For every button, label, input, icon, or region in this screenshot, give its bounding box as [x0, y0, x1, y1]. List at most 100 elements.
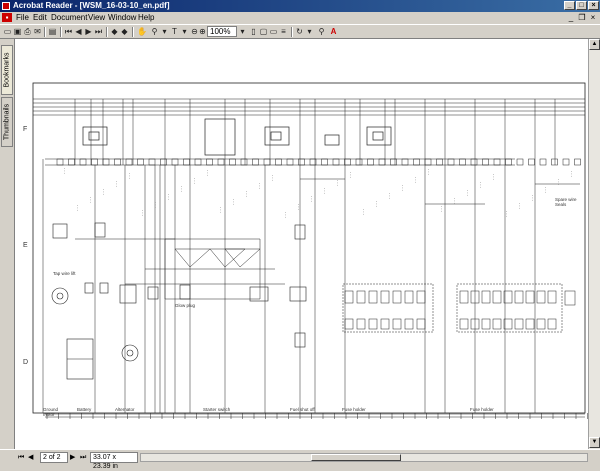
zoom-dropdown-icon[interactable]: ▾ [162, 27, 167, 36]
toolbar: ▭ ▣ ⎙ ✉ ▤ ⏮ ◀ ▶ ⏭ ◆ ◆ ✋ ⚲ ▾ T ▾ ⊖ ⊕ 100%… [0, 24, 600, 39]
prev-page-nav-icon[interactable]: ◀ [28, 454, 34, 461]
rotate-icon[interactable]: ↻ [296, 27, 303, 36]
select-text-dropdown-icon[interactable]: ▾ [182, 27, 187, 36]
svg-text:- - -: - - - [87, 196, 92, 203]
horizontal-scroll-thumb[interactable] [311, 454, 401, 461]
tab-thumbnails[interactable]: Thumbnails [1, 97, 13, 147]
connector-pin [229, 158, 236, 166]
select-text-icon[interactable]: T [172, 27, 177, 36]
menu-edit[interactable]: Edit [33, 13, 47, 22]
reflow-icon[interactable]: ≡ [281, 27, 286, 36]
page-size: 33.07 x 23.39 in [90, 452, 138, 470]
connector-pin [459, 158, 466, 166]
svg-text:- - -: - - - [503, 210, 508, 217]
svg-text:- - -: - - - [568, 170, 573, 177]
fit-page-icon[interactable]: ▢ [259, 27, 268, 36]
page-number-field[interactable]: 2 of 2 [40, 452, 68, 463]
doc-restore-icon[interactable]: ❐ [578, 13, 586, 22]
title-bar: Acrobat Reader - [WSM_16-03-10_en.pdf] _… [0, 0, 600, 12]
row-label-e: E [23, 242, 28, 249]
connector-pin [344, 158, 351, 166]
svg-text:- - -: - - - [386, 192, 391, 199]
row-label-d: D [23, 359, 28, 366]
wiring-diagram: - - - - - - - - - - - - - - - - - - - - - - - -… [23, 82, 588, 419]
connector-pin [275, 158, 282, 166]
fit-width-icon[interactable]: ▭ [269, 27, 278, 36]
svg-text:- - -: - - - [477, 181, 482, 188]
svg-text:- - -: - - - [152, 201, 157, 208]
search-icon[interactable]: ⚲ [318, 27, 325, 36]
scroll-up-icon[interactable]: ▲ [589, 39, 600, 50]
maximize-button[interactable]: □ [576, 1, 587, 10]
tab-bookmarks[interactable]: Bookmarks [1, 45, 13, 95]
rotate-dropdown-icon[interactable]: ▾ [307, 27, 312, 36]
doc-minimize-icon[interactable]: _ [568, 13, 574, 22]
previous-page-icon[interactable]: ◀ [75, 27, 82, 36]
adobe-logo-icon[interactable]: A [330, 27, 337, 36]
connector-pin [56, 158, 64, 166]
connector-pin [102, 158, 110, 166]
connector-pin [574, 158, 581, 166]
doc-close-icon[interactable]: × [590, 13, 596, 22]
first-page-icon[interactable]: ⏮ [64, 27, 73, 36]
zoom-out-icon[interactable]: ⊖ [191, 27, 198, 36]
last-page-icon[interactable]: ⏭ [94, 27, 103, 36]
connector-pin [240, 158, 248, 166]
show-navigation-icon[interactable]: ▤ [48, 27, 57, 36]
zoom-tool-icon[interactable]: ⚲ [151, 27, 158, 36]
close-button[interactable]: × [588, 1, 599, 10]
minimize-button[interactable]: _ [564, 1, 575, 10]
label-fuel-shut-off: Fuel shut off [290, 407, 315, 412]
connector-pin [148, 158, 156, 166]
svg-text:- - -: - - - [256, 182, 261, 189]
go-back-icon[interactable]: ◆ [111, 27, 118, 36]
relay-box [204, 118, 236, 156]
app-icon [2, 2, 10, 10]
hand-tool-icon[interactable]: ✋ [137, 27, 147, 36]
menu-bar: ▪ File Edit Document View Window Help _ … [0, 12, 600, 24]
svg-text:- - -: - - - [373, 200, 378, 207]
connector-pin [298, 158, 305, 166]
scroll-down-icon[interactable]: ▼ [589, 437, 600, 448]
zoom-field-dropdown-icon[interactable]: ▾ [240, 27, 245, 36]
connector-pin [171, 158, 179, 166]
menu-view[interactable]: View [88, 13, 106, 22]
svg-text:- - -: - - - [451, 197, 456, 204]
horizontal-scrollbar[interactable] [140, 453, 588, 462]
connector-pin [91, 158, 98, 166]
connector-pin [355, 158, 363, 166]
caption-tap-wire-lift: Tap wire lift [53, 271, 76, 276]
print-icon[interactable]: ⎙ [24, 27, 31, 36]
email-icon[interactable]: ✉ [34, 27, 41, 36]
actual-size-icon[interactable]: ▯ [251, 27, 256, 36]
svg-text:- - -: - - - [165, 193, 170, 200]
menu-file[interactable]: File [16, 13, 29, 22]
open-icon[interactable]: ▭ [3, 27, 12, 36]
status-bar: ⏮ ◀ 2 of 2 ▶ ⏭ 33.07 x 23.39 in [0, 449, 600, 470]
caption-spare-wire: Spare wire [555, 197, 577, 202]
zoom-in-icon[interactable]: ⊕ [199, 27, 206, 36]
vertical-scrollbar[interactable]: ▲ ▼ [588, 39, 600, 449]
svg-text:- - -: - - - [243, 190, 248, 197]
next-page-nav-icon[interactable]: ▶ [70, 454, 76, 461]
bookmarks-tab-label: Bookmarks [3, 52, 11, 88]
connector-pin [413, 158, 420, 166]
svg-text:- - -: - - - [360, 208, 365, 215]
svg-text:- - -: - - - [555, 178, 560, 185]
connector-pin [505, 158, 512, 166]
menu-help[interactable]: Help [138, 13, 155, 22]
document-icon[interactable]: ▪ [2, 13, 12, 22]
connector-pin [79, 158, 87, 166]
zoom-field[interactable]: 100% [207, 26, 237, 37]
connector-pin [286, 158, 294, 166]
menu-window[interactable]: Window [108, 13, 137, 22]
next-page-icon[interactable]: ▶ [85, 27, 92, 36]
save-icon[interactable]: ▣ [13, 27, 22, 36]
first-page-nav-icon[interactable]: ⏮ [18, 454, 25, 461]
svg-text:- - -: - - - [61, 167, 66, 174]
document-view[interactable]: - - - - - - - - - - - - - - - - - - - - - - - -… [15, 39, 588, 449]
menu-document[interactable]: Document [51, 13, 88, 22]
go-forward-icon[interactable]: ◆ [121, 27, 128, 36]
svg-text:- - -: - - - [100, 188, 105, 195]
last-page-nav-icon[interactable]: ⏭ [80, 454, 87, 461]
